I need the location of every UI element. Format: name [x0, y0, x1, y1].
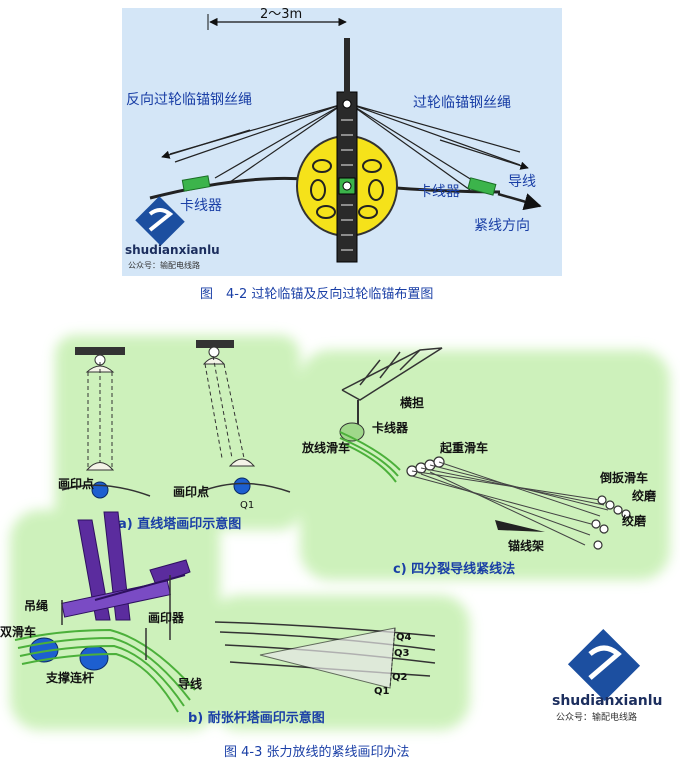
panel-c-title: c) 四分裂导线紧线法	[393, 561, 515, 577]
panel-b: 吊绳 双滑车 画印器 支撑连杆 导线 Q4 Q3 Q2 Q1 b) 耐张杆塔画印…	[0, 511, 436, 726]
left-clamp-label: 卡线器	[180, 198, 222, 214]
marker-label: 画印器	[148, 611, 185, 625]
top-shackle	[342, 99, 352, 109]
right-ropes	[349, 103, 521, 191]
winch-label-1: 绞磨	[632, 488, 656, 503]
left-clamp-body	[181, 175, 211, 192]
watermark-brand-2: shudianxianlu	[552, 693, 663, 709]
tension-direction-label: 紧线方向	[474, 218, 530, 234]
q3-label: Q3	[394, 648, 410, 659]
pulley-frame	[336, 91, 358, 263]
watermark-subtitle-2: 公众号：输配电线路	[556, 711, 637, 723]
drum-axle	[342, 181, 352, 191]
watermark-logo-1: shudianxianlu 公众号：输配电线路	[125, 196, 220, 270]
right-clamp-body	[467, 177, 497, 196]
q2-label: Q2	[392, 672, 408, 683]
panel-a: 画印点 画印点 Q1 a) 直线塔画印示意图	[58, 340, 291, 532]
panel-b-conductor-label: 导线	[178, 676, 202, 691]
winch-label-2: 绞磨	[622, 513, 646, 528]
drum-holes	[310, 159, 384, 219]
hanging-rope-label: 吊绳	[24, 598, 48, 613]
figure1-caption: 图 4-2 过轮临锚及反向过轮临锚布置图	[200, 286, 433, 302]
watermark-logo-2: shudianxianlu 公众号：输配电线路	[552, 628, 663, 723]
panel-a-title: a) 直线塔画印示意图	[118, 516, 241, 532]
panel-b-title: b) 耐张杆塔画印示意图	[188, 710, 325, 726]
figure1-diagram: 2～3m	[122, 7, 562, 276]
turning-pulley-label: 倒扳滑车	[599, 470, 648, 485]
double-pulley-label: 双滑车	[0, 624, 36, 639]
dimension-label: 2～3m	[260, 7, 302, 22]
mark-point-label-2: 画印点	[173, 484, 209, 499]
left-arrow-rope	[161, 129, 251, 159]
figure2-caption: 图 4-3 张力放线的紧线画印办法	[224, 744, 410, 760]
frame-rungs	[341, 119, 353, 251]
anchor-frame-label: 锚线架	[508, 538, 544, 553]
pole-top	[344, 38, 350, 94]
panel-a-q1-label: Q1	[240, 500, 254, 511]
crossarm-label: 横担	[400, 395, 424, 410]
mark-point-label-1: 画印点	[58, 476, 94, 491]
panel-c: 横担 卡线器 放线滑车 起重滑车 倒扳滑车 绞磨 绞磨 锚线架 c) 四分裂导线…	[301, 347, 656, 577]
lifting-pulley-label: 起重滑车	[439, 440, 488, 455]
q1-label: Q1	[374, 686, 390, 697]
tension-arrow	[497, 192, 542, 211]
left-rope-label: 反向过轮临锚钢丝绳	[126, 92, 252, 108]
conductor-label: 导线	[508, 174, 536, 190]
q4-label: Q4	[396, 632, 412, 643]
stringing-pulley-label: 放线滑车	[301, 440, 350, 455]
right-arrow-rope	[439, 139, 529, 170]
watermark-subtitle-1: 公众号：输配电线路	[128, 260, 200, 270]
right-rope-label: 过轮临锚钢丝绳	[413, 95, 511, 111]
figure2-diagram: 画印点 画印点 Q1 a) 直线塔画印示意图	[0, 335, 670, 730]
right-clamp-label: 卡线器	[418, 184, 460, 200]
watermark-brand-1: shudianxianlu	[125, 243, 220, 257]
support-rod-label: 支撑连杆	[45, 670, 94, 685]
clamp-label: 卡线器	[372, 420, 409, 435]
